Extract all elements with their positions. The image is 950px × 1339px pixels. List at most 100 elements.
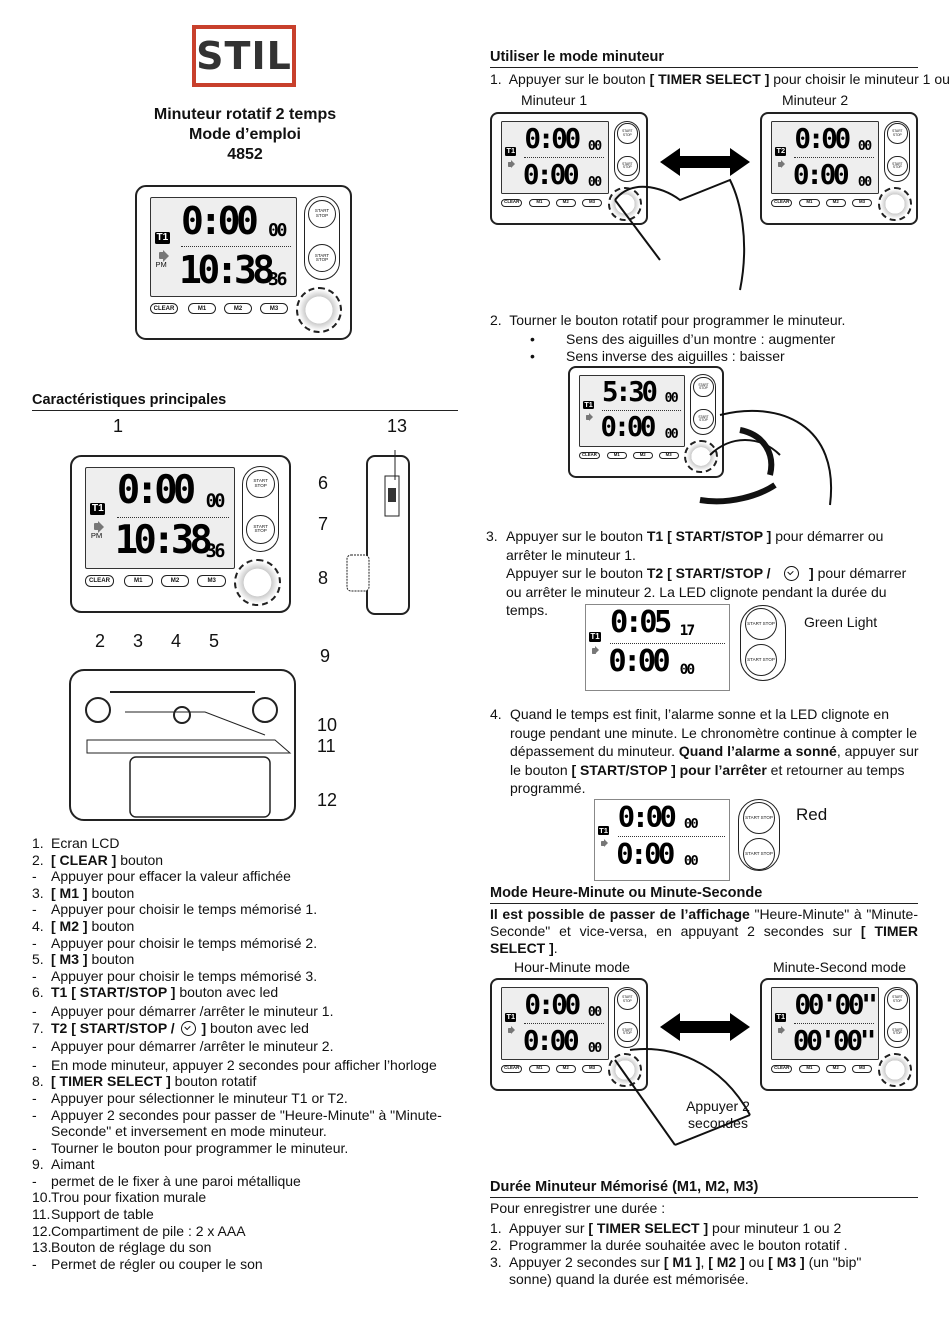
- timer-select-knob[interactable]: [608, 187, 642, 221]
- feature-list-item: 1.Ecran LCD: [32, 835, 442, 852]
- m3-button[interactable]: M3: [658, 451, 679, 460]
- timer-select-knob[interactable]: [234, 559, 282, 606]
- item-text: En mode minuteur, appuyer 2 secondes pou…: [51, 1056, 437, 1073]
- m3-button[interactable]: M3: [581, 1064, 603, 1073]
- start-stop-button-t2[interactable]: START STOP: [887, 1021, 908, 1043]
- timer-tag: T2: [775, 146, 787, 156]
- start-stop-column: START STOP START STOP: [883, 120, 911, 182]
- m2-button[interactable]: M2: [160, 575, 190, 587]
- clear-button[interactable]: CLEAR: [501, 1064, 522, 1073]
- double-arrow-and-hand-2: [614, 1013, 751, 1146]
- m1-button[interactable]: M1: [799, 198, 820, 207]
- top-seconds-slot: 00: [588, 1006, 602, 1019]
- clear-label: CLEAR: [504, 199, 520, 205]
- m1-label: M1: [536, 199, 543, 205]
- item-text: Trou pour fixation murale: [51, 1189, 207, 1206]
- memory-step-1: 1.Appuyer sur [ TIMER SELECT ] pour minu…: [490, 1220, 842, 1236]
- m1-label: M1: [806, 199, 813, 205]
- item-text: Appuyer 2 secondes pour passer de "Heure…: [51, 1106, 442, 1123]
- top-time: 0:00: [116, 468, 196, 514]
- bottom-time: 0:00: [522, 157, 580, 191]
- m3-button[interactable]: M3: [197, 575, 226, 587]
- item-number: 5.: [32, 951, 44, 968]
- m2-button[interactable]: M2: [632, 451, 653, 460]
- m1-button[interactable]: M1: [124, 575, 153, 587]
- start-stop-button-t1[interactable]: START STOP: [887, 989, 908, 1010]
- start-stop-button-t1[interactable]: START STOP: [246, 469, 275, 499]
- callout-3: 3: [133, 631, 144, 651]
- clock-icon: [784, 566, 800, 581]
- item-bold: [ CLEAR ]: [51, 851, 117, 868]
- start-stop-label: START STOP: [892, 129, 903, 137]
- m1-button[interactable]: M1: [188, 303, 216, 314]
- start-stop-button-t1[interactable]: START STOP: [617, 123, 638, 144]
- start-stop-button-t1[interactable]: START STOP: [308, 199, 336, 228]
- clear-button[interactable]: CLEAR: [501, 198, 522, 207]
- m1-button[interactable]: M1: [606, 451, 627, 460]
- start-stop-column: START STOP START STOP: [883, 986, 911, 1048]
- start-stop-column: START STOP START STOP: [304, 196, 340, 280]
- m3-button[interactable]: M3: [851, 198, 873, 207]
- m2-label: M2: [639, 452, 646, 458]
- feature-list-item: -Appuyer pour démarrer /arrêter le minut…: [32, 1036, 442, 1055]
- start-stop-button-t2[interactable]: START STOP: [887, 155, 908, 177]
- callout-9: 9: [320, 646, 331, 666]
- start-stop-label: START STOP: [747, 656, 775, 662]
- m2-button[interactable]: M2: [224, 303, 252, 314]
- timer-select-knob[interactable]: [878, 1053, 912, 1087]
- item-text: Compartiment de pile : 2 x AAA: [51, 1222, 246, 1239]
- top-seconds-slot: 17: [680, 624, 696, 638]
- item-dash: -: [32, 1056, 37, 1073]
- top-time-slot: 0:00: [524, 125, 581, 153]
- clear-button[interactable]: CLEAR: [771, 198, 792, 207]
- speaker-icon: [601, 841, 605, 847]
- start-stop-button-t2[interactable]: START STOP: [743, 838, 775, 870]
- start-stop-button-t1[interactable]: START STOP: [693, 377, 714, 398]
- start-stop-label: START STOP: [253, 523, 268, 534]
- timer-select-knob[interactable]: [684, 440, 718, 474]
- m1-button[interactable]: M1: [529, 198, 550, 207]
- clear-button[interactable]: CLEAR: [579, 451, 600, 460]
- m1-button[interactable]: M1: [799, 1064, 820, 1073]
- bottom-time-slot: 0:00: [793, 161, 850, 189]
- timer-select-knob[interactable]: [878, 187, 912, 221]
- start-stop-button-t2[interactable]: START STOP: [617, 155, 638, 177]
- start-stop-button-t1[interactable]: START STOP: [887, 123, 908, 144]
- m2-button[interactable]: M2: [555, 198, 576, 207]
- clear-button[interactable]: CLEAR: [150, 303, 178, 314]
- feature-list-item: -Appuyer pour effacer la valeur affichée: [32, 868, 442, 885]
- start-stop-button-t2[interactable]: START STOP: [617, 1021, 638, 1043]
- start-stop-button-t2[interactable]: START STOP: [693, 409, 714, 430]
- start-stop-button-t2[interactable]: START STOP: [308, 244, 336, 272]
- timer-select-knob[interactable]: [608, 1053, 642, 1087]
- doc-subtitle: Mode d’emploi: [189, 126, 301, 143]
- m3-button[interactable]: M3: [260, 303, 288, 314]
- m1-label: M1: [613, 452, 620, 458]
- m3-button[interactable]: M3: [581, 198, 603, 207]
- timer-select-knob[interactable]: [296, 287, 342, 333]
- clear-button[interactable]: CLEAR: [771, 1064, 792, 1073]
- start-stop-button-t2[interactable]: START STOP: [745, 644, 777, 676]
- bottom-seconds: 36: [205, 540, 226, 562]
- start-stop-button-t1[interactable]: START STOP: [745, 608, 777, 640]
- logo-text: STIL: [196, 34, 292, 78]
- m3-button[interactable]: M3: [851, 1064, 873, 1073]
- start-stop-label: START STOP: [314, 252, 330, 262]
- m2-button[interactable]: M2: [825, 198, 846, 207]
- m2-button[interactable]: M2: [555, 1064, 576, 1073]
- start-stop-column: START STOP START STOP: [690, 374, 717, 435]
- m1-label: M1: [197, 305, 207, 312]
- m2-button[interactable]: M2: [825, 1064, 846, 1073]
- item-text: Appuyer pour choisir le temps mémorisé 1…: [51, 901, 318, 918]
- rotation-hand: [699, 409, 833, 506]
- start-stop-button-t1[interactable]: START STOP: [617, 989, 638, 1010]
- start-stop-button-t1[interactable]: START STOP: [743, 802, 775, 834]
- bottom-time: 00'00": [792, 1023, 877, 1057]
- clear-button[interactable]: CLEAR: [85, 575, 114, 587]
- start-stop-button-t2[interactable]: START STOP: [246, 515, 275, 544]
- m1-button[interactable]: M1: [529, 1064, 550, 1073]
